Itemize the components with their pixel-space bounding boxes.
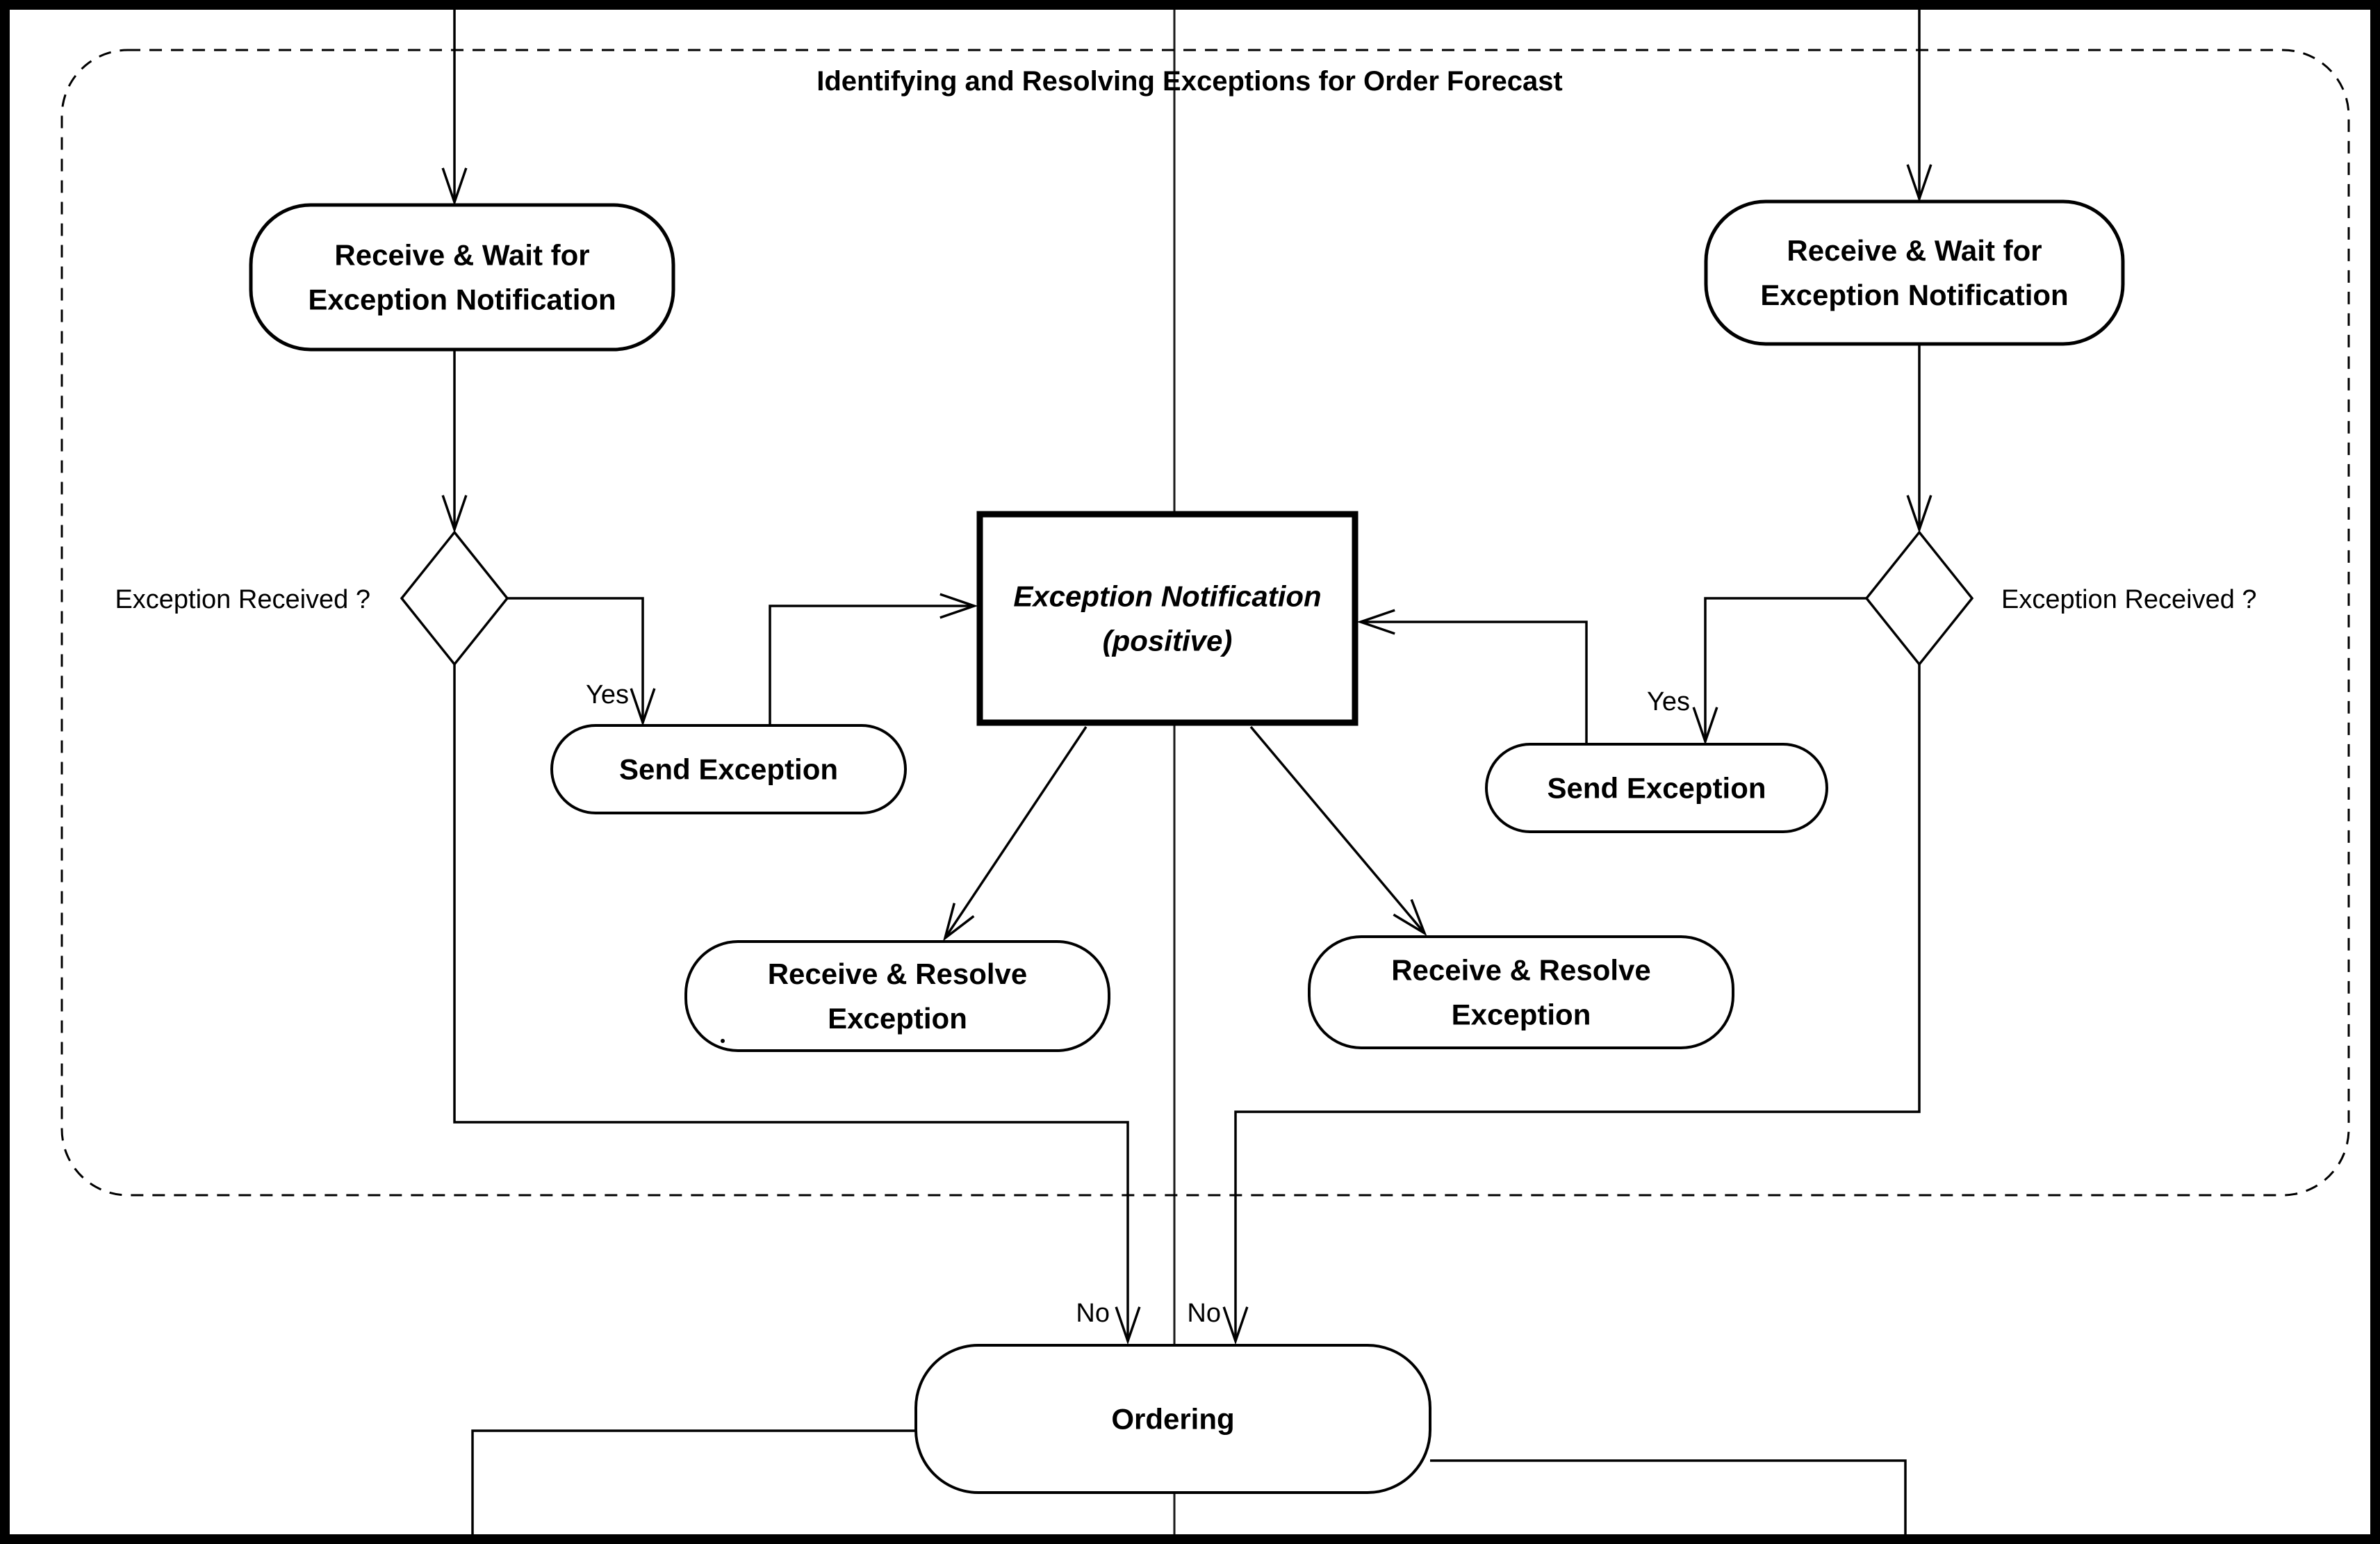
node-label: Receive & Wait for (334, 239, 589, 272)
node-shape (1485, 743, 1828, 833)
arrowhead (630, 688, 656, 727)
edge-top-in-right (1906, 4, 1932, 203)
edge-no-right (1222, 664, 1921, 1345)
node-decision-right (1864, 530, 1974, 666)
node-decision-left (400, 530, 509, 666)
edge-line (1234, 664, 1921, 1341)
node-send-exception-right: Send Exception (1485, 743, 1828, 833)
node-shape (550, 724, 907, 814)
arrowhead (939, 593, 978, 619)
edge-line (471, 1429, 916, 1540)
no-label-left: No (1076, 1299, 1110, 1328)
node-label: Receive & Wait for (1787, 234, 2042, 267)
edge-no-left (453, 664, 1141, 1345)
node-label: Exception Notification (308, 284, 616, 316)
edge-line (944, 726, 1088, 939)
edge-send-to-notification-right (1356, 609, 1588, 744)
arrowhead (441, 495, 468, 534)
edge-send-to-notification-left (769, 593, 978, 725)
node-label: Ordering (1111, 1403, 1234, 1436)
node-shape (1864, 530, 1974, 666)
node-label: Exception Notification (1013, 580, 1321, 613)
edge-line (507, 597, 644, 723)
edge-yes-right (1692, 597, 1866, 746)
exception-received-left: Exception Received ? (115, 585, 370, 614)
node-exception-notification: Exception Notification (positive) (976, 511, 1359, 726)
node-shape (976, 511, 1359, 726)
arrowhead (1115, 1306, 1141, 1345)
edge-line (1249, 725, 1426, 935)
node-ordering: Ordering (914, 1344, 1431, 1494)
edge-ordering-out-right (1430, 1459, 1907, 1540)
arrowhead (1906, 164, 1932, 203)
node-label: Receive & Resolve (768, 958, 1028, 990)
edge-wait-to-decision-right (1906, 344, 1932, 534)
dashed-container (60, 49, 2350, 1197)
node-shape (1704, 199, 2125, 346)
node-label: Exception Notification (1760, 279, 2068, 311)
node-shape (400, 530, 509, 666)
node-send-exception-left: Send Exception (550, 724, 907, 814)
edge-ordering-out-left (471, 1429, 916, 1540)
edge-notification-to-resolve-right (1249, 725, 1427, 937)
node-shape (684, 940, 1110, 1052)
diagram-title: Identifying and Resolving Exceptions for… (816, 66, 1563, 97)
edge-line (453, 664, 1129, 1341)
node-shape (249, 203, 675, 352)
node-label: Exception (1452, 999, 1591, 1031)
edge-line (1704, 597, 1866, 741)
arrowhead (943, 903, 975, 942)
edge-yes-left (507, 597, 656, 727)
no-label-right: No (1187, 1299, 1221, 1328)
arrowhead (1692, 707, 1718, 746)
arrowhead (1222, 1306, 1249, 1345)
node-label: (positive) (1103, 625, 1233, 657)
arrowhead (441, 167, 468, 206)
yes-label-right: Yes (1647, 687, 1690, 716)
node-label: Receive & Resolve (1391, 954, 1651, 987)
node-label: Send Exception (1547, 772, 1766, 805)
node-shape (914, 1344, 1431, 1494)
edge-wait-to-decision-left (441, 350, 468, 534)
edge-line (1430, 1459, 1907, 1540)
edge-line (1361, 621, 1588, 744)
node-label: Send Exception (619, 753, 838, 786)
arrowhead (1393, 898, 1427, 937)
yes-label-left: Yes (586, 680, 629, 709)
edge-line (769, 605, 974, 725)
node-shape (1308, 935, 1734, 1049)
arrowhead (1906, 495, 1932, 534)
edge-top-in-left (441, 4, 468, 206)
exception-received-right: Exception Received ? (2001, 585, 2257, 614)
node-label: Exception (828, 1002, 967, 1035)
edge-notification-to-resolve-left (943, 726, 1088, 942)
stray-dot (721, 1039, 725, 1043)
arrowhead (1356, 609, 1395, 635)
